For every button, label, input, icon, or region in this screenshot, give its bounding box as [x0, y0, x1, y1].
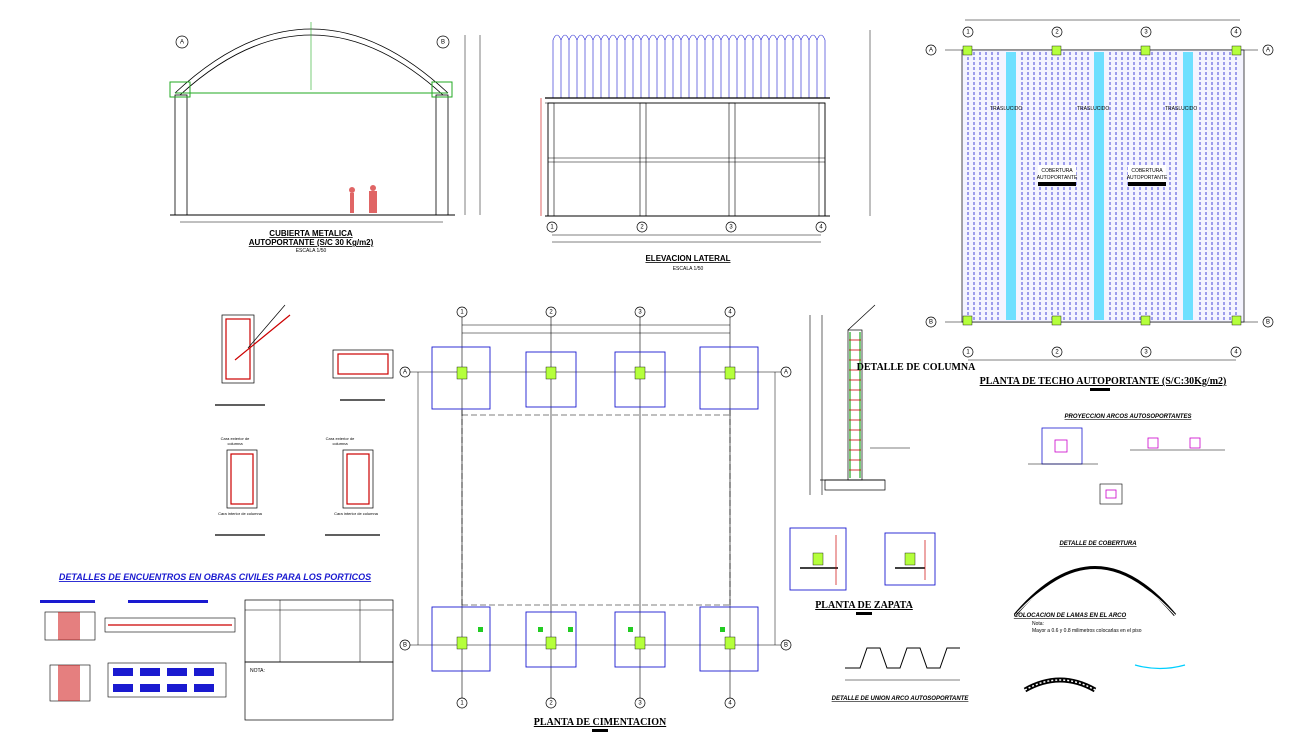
encounter-details: DETALLES DE ENCUENTROS EN OBRAS CIVILES … [40, 572, 394, 721]
translucent-strips [1006, 52, 1193, 320]
svg-text:3: 3 [1144, 30, 1148, 36]
svg-text:4: 4 [1234, 350, 1238, 356]
footing-anchors [478, 627, 725, 632]
svg-text:4: 4 [728, 701, 732, 707]
svg-text:3: 3 [638, 310, 642, 316]
encounters-note-title: NOTA: [250, 668, 265, 674]
foundation-axis-bubbles: 1 2 3 4 1 2 3 4 A A B B [399, 306, 792, 709]
outer-face-label-2a: Cara exterior de [326, 436, 355, 441]
svg-text:3: 3 [638, 701, 642, 707]
lateral-elevation-scale: ESCALA 1/50 [673, 266, 704, 272]
svg-text:4: 4 [1234, 30, 1238, 36]
cover-label-2a: COBERTURA [1131, 168, 1163, 174]
arch-projection-title: PROYECCION ARCOS AUTOSOPORTANTES [1065, 414, 1192, 420]
lateral-elevation-title: ELEVACION LATERAL [645, 254, 730, 263]
svg-text:1: 1 [550, 225, 554, 231]
inner-face-label-1: Cara interior de columna [218, 511, 263, 516]
cover-laying-label: COLOCACION DE LAMAS EN EL ARCO [1014, 613, 1127, 619]
svg-text:B: B [403, 643, 407, 649]
roof-column-pads [962, 45, 1242, 326]
translucent-label-2: TRASLUCIDO [1077, 106, 1109, 112]
svg-text:B: B [441, 40, 445, 46]
roof-axis-bubbles: 1 2 3 4 1 2 3 4 A A B B [925, 26, 1274, 358]
svg-text:1: 1 [460, 701, 464, 707]
footing-detail: PLANTA DE ZAPATA [789, 527, 936, 615]
outer-face-label-1a: Cara exterior de [221, 436, 250, 441]
human-figure-icon [349, 185, 377, 213]
foundation-plan-title: PLANTA DE CIMENTACION [534, 717, 667, 728]
footing-title: PLANTA DE ZAPATA [815, 600, 913, 611]
svg-text:2: 2 [1055, 30, 1059, 36]
outer-face-label-1b: columna [227, 441, 243, 446]
column-detail-title: DETALLE DE COLUMNA [857, 362, 976, 373]
encounters-title: DETALLES DE ENCUENTROS EN OBRAS CIVILES … [59, 572, 371, 582]
translucent-label-3: TRASLUCIDO [1165, 106, 1197, 112]
svg-text:B: B [1266, 320, 1270, 326]
svg-text:A: A [1266, 48, 1270, 54]
svg-text:1: 1 [966, 350, 970, 356]
svg-text:A: A [929, 48, 933, 54]
svg-text:2: 2 [1055, 350, 1059, 356]
svg-text:1: 1 [460, 310, 464, 316]
front-elevation-scale: ESCALA 1/50 [296, 248, 327, 254]
svg-text:2: 2 [549, 310, 553, 316]
cover-label-2b: AUTOPORTANTE [1127, 175, 1168, 181]
svg-text:B: B [784, 643, 788, 649]
svg-text:B: B [929, 320, 933, 326]
front-elevation-subtitle: AUTOPORTANTE (S/C 30 Kg/m2) [249, 238, 374, 247]
cover-label-1b: AUTOPORTANTE [1037, 175, 1078, 181]
svg-text:3: 3 [729, 225, 733, 231]
column-detail: DETALLE DE COLUMNA [809, 304, 976, 495]
inner-face-label-2: Cara interior de columna [334, 511, 379, 516]
cover-note-text: Mayor a 0.6 y 0.8 milimetros colocarlas … [1032, 628, 1142, 634]
lateral-axis-bubbles: 1 2 3 4 [546, 221, 827, 233]
svg-text:3: 3 [1144, 350, 1148, 356]
roof-plan-title: PLANTA DE TECHO AUTOPORTANTE (S/C:30Kg/m… [980, 376, 1227, 387]
svg-text:2: 2 [549, 701, 553, 707]
arch-projection: PROYECCION ARCOS AUTOSOPORTANTES [1028, 414, 1225, 505]
front-elevation-title: CUBIERTA METALICA [269, 229, 353, 238]
union-detail: DETALLE DE UNION ARCO AUTOSOPORTANTE [832, 647, 970, 702]
cover-detail-title: DETALLE DE COBERTURA [1059, 541, 1136, 547]
svg-text:A: A [180, 40, 184, 46]
foundation-plan: 1 2 3 4 1 2 3 4 A A B B PLANTA DE CIMENT… [399, 306, 792, 732]
svg-text:2: 2 [640, 225, 644, 231]
cover-detail: DETALLE DE COBERTURA COLOCACION DE LAMAS… [1014, 541, 1186, 693]
column-sections: Cara exterior de columna Cara exterior d… [215, 304, 394, 536]
cover-note-title: Nota: [1032, 621, 1044, 627]
axis-bubble-b [436, 35, 450, 49]
lateral-elevation: 1 2 3 4 ELEVACION LATERAL ESCALA 1/50 [540, 30, 871, 272]
roof-plan: 1 2 3 4 1 2 3 4 A A B B TRASLUCIDO TRASL… [925, 19, 1274, 391]
svg-text:4: 4 [728, 310, 732, 316]
svg-text:A: A [784, 370, 788, 376]
cover-label-1a: COBERTURA [1041, 168, 1073, 174]
axis-bubble-a [175, 35, 189, 49]
svg-text:1: 1 [966, 30, 970, 36]
footing-pads [431, 346, 759, 672]
outer-face-label-2b: columna [332, 441, 348, 446]
union-detail-title: DETALLE DE UNION ARCO AUTOSOPORTANTE [832, 696, 970, 702]
svg-text:A: A [403, 370, 407, 376]
svg-text:4: 4 [819, 225, 823, 231]
footing-columns [456, 366, 736, 650]
translucent-label-1: TRASLUCIDO [990, 106, 1022, 112]
corrugated-roof [552, 34, 826, 98]
front-elevation: A B CUBIERTA METALICA AUTOPORTANTE (S/C … [169, 22, 481, 254]
